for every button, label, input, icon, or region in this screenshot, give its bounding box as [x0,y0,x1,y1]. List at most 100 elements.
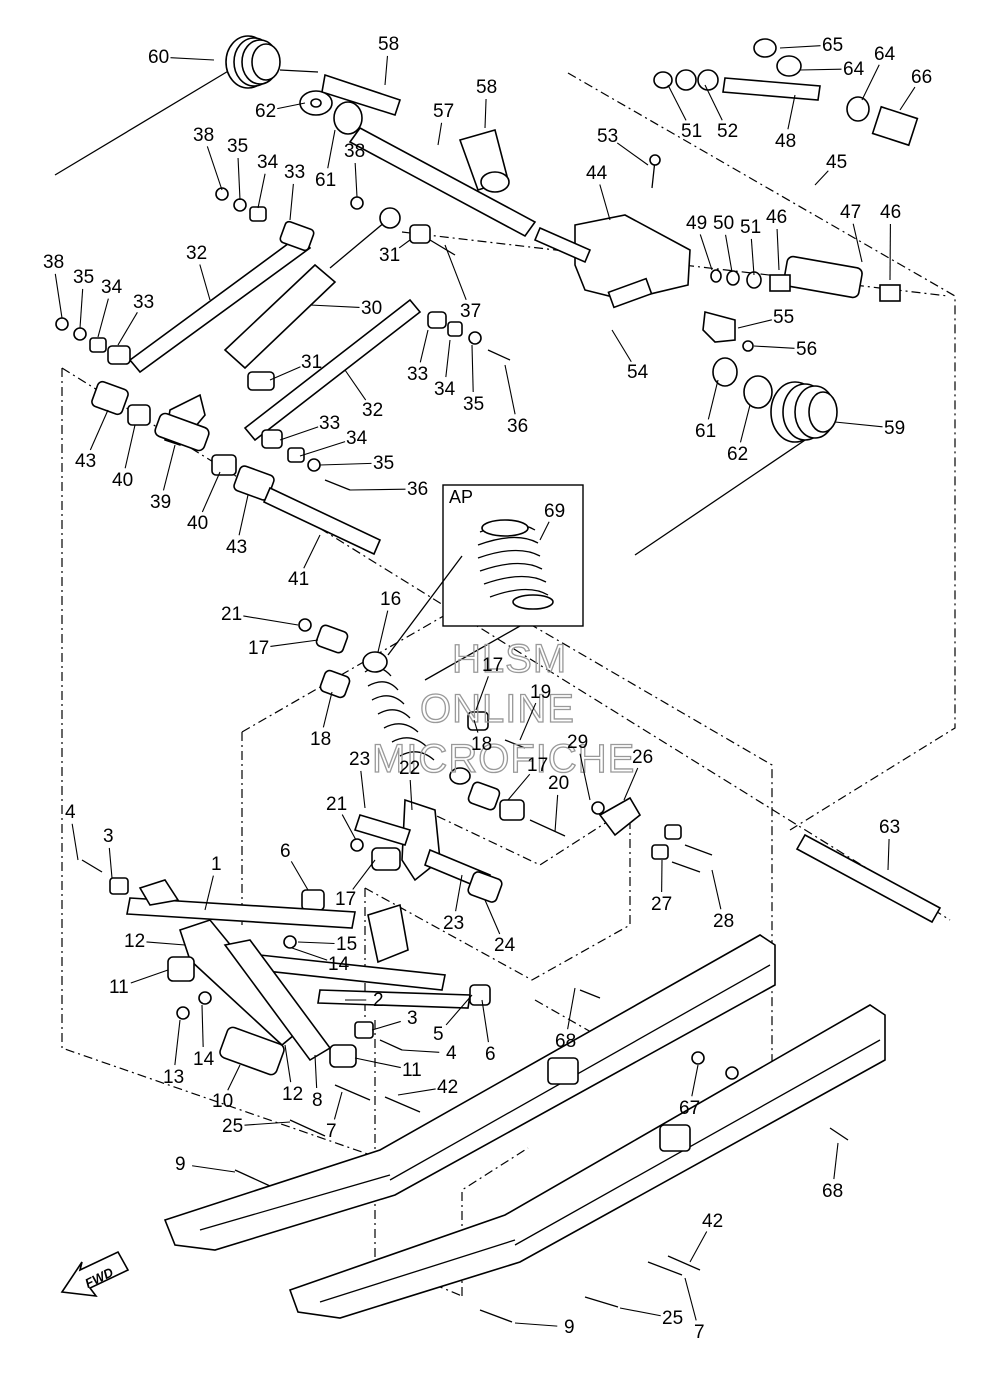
leader-line-c50 [725,234,733,273]
callout-c35b: 35 [73,267,94,288]
leader-line-c38c [54,273,63,319]
leader-line-c45 [814,170,829,186]
leader-line-c12b [284,1044,292,1083]
callout-c5: 5 [433,1024,444,1045]
callout-c38c: 38 [43,252,64,273]
leader-line-c52 [704,84,723,121]
leader-line-c16 [377,610,389,653]
callout-c40a: 40 [112,470,133,491]
callout-c37: 37 [460,301,481,322]
shock-absorber-16-icon [362,651,471,785]
callout-c51a: 51 [681,121,702,142]
slide-rail-left-icon [163,934,776,1251]
leader-line-c67 [691,1064,699,1097]
leader-line-c34b [97,298,109,338]
callout-c52: 52 [717,121,738,142]
callout-c42b: 42 [702,1211,723,1232]
callout-c36a: 36 [507,416,528,437]
leader-line-c17b [475,676,489,711]
leader-line-c33d [279,426,319,441]
leader-line-c61b [707,379,719,420]
callout-c45: 45 [826,152,847,173]
forward-direction-arrow: FWD [60,1250,130,1298]
leader-line-c40a [124,424,136,469]
leader-line-c9a [192,1165,236,1173]
callout-c13: 13 [163,1067,184,1088]
ap-detail-box [387,484,584,681]
leader-line-c11b [354,1057,401,1069]
callout-c29: 29 [567,732,588,753]
leader-line-c24 [484,899,501,935]
callout-c9a: 9 [175,1154,186,1175]
callout-c18a: 18 [310,729,331,750]
callout-c23a: 23 [349,749,370,770]
watermark-line-1: HLSM [452,637,567,681]
leader-line-c23b [455,874,463,912]
watermark: HLSM ONLINE MICROFICHE [371,636,635,781]
leader-line-c25a [244,1121,291,1126]
callout-c51b: 51 [740,217,761,238]
leader-line-c14a [291,947,328,961]
callout-c43a: 43 [75,451,96,472]
leader-line-c25b [619,1307,661,1317]
leader-line-c9b [514,1322,558,1327]
upper-assembly [54,35,919,556]
lower-assembly [81,618,942,1323]
leader-line-c48 [787,94,796,130]
callout-c41: 41 [288,569,309,590]
callout-c24: 24 [494,935,516,956]
watermark-line-2: ONLINE [420,687,575,731]
leader-line-c36a [504,364,516,415]
leader-line-c69 [539,521,550,541]
leader-line-c59 [834,421,883,428]
callout-c21a: 21 [221,604,242,625]
spring-detail-icon [477,519,554,610]
leader-line-c3a [108,847,113,879]
callout-c4a: 4 [65,802,76,823]
leader-line-c4a [71,823,79,861]
watermark-line-3: MICROFICHE [372,737,635,781]
callout-c68a: 68 [555,1031,576,1052]
callout-c40b: 40 [187,513,208,534]
leader-line-c38a [206,146,223,191]
callout-c14b: 14 [193,1049,215,1070]
leader-line-c35d [319,462,372,466]
callout-c33d: 33 [319,413,340,434]
callout-c1: 1 [211,854,222,875]
callout-c3a: 3 [103,826,114,847]
leader-line-c34a [257,173,266,209]
callout-c57: 57 [433,101,454,122]
callout-c38a: 38 [193,125,214,146]
leader-line-c64a [799,68,842,71]
callout-c63: 63 [879,817,900,838]
callout-c18b: 18 [471,734,492,755]
callout-c23b: 23 [443,913,464,934]
leader-line-c20 [554,794,559,833]
leader-lines [54,45,916,1327]
callout-c6a: 6 [280,841,291,862]
leader-line-c63 [887,838,890,871]
callout-c58a: 58 [378,34,399,55]
leader-line-c51b [750,238,755,276]
callout-c10: 10 [212,1091,233,1112]
callout-c16: 16 [380,589,401,610]
callout-c7a: 7 [326,1121,337,1142]
leader-line-c61a [327,129,336,169]
callout-c38b: 38 [344,141,365,162]
callout-c2: 2 [373,990,384,1011]
leader-line-c18a [322,691,333,728]
callout-c17b: 17 [482,655,503,676]
callout-c6b: 6 [485,1044,496,1065]
leader-line-c47 [852,223,863,263]
callout-c32b: 32 [362,400,383,421]
callout-c17d: 17 [335,889,356,910]
leader-line-c62b [739,404,751,443]
callout-c8: 8 [312,1090,323,1111]
callout-c56: 56 [796,339,817,360]
callout-c15: 15 [336,934,357,955]
leader-line-c43a [89,409,109,451]
callout-c34d: 34 [346,428,368,449]
leader-line-c66 [899,86,916,111]
callout-c48: 48 [775,131,796,152]
